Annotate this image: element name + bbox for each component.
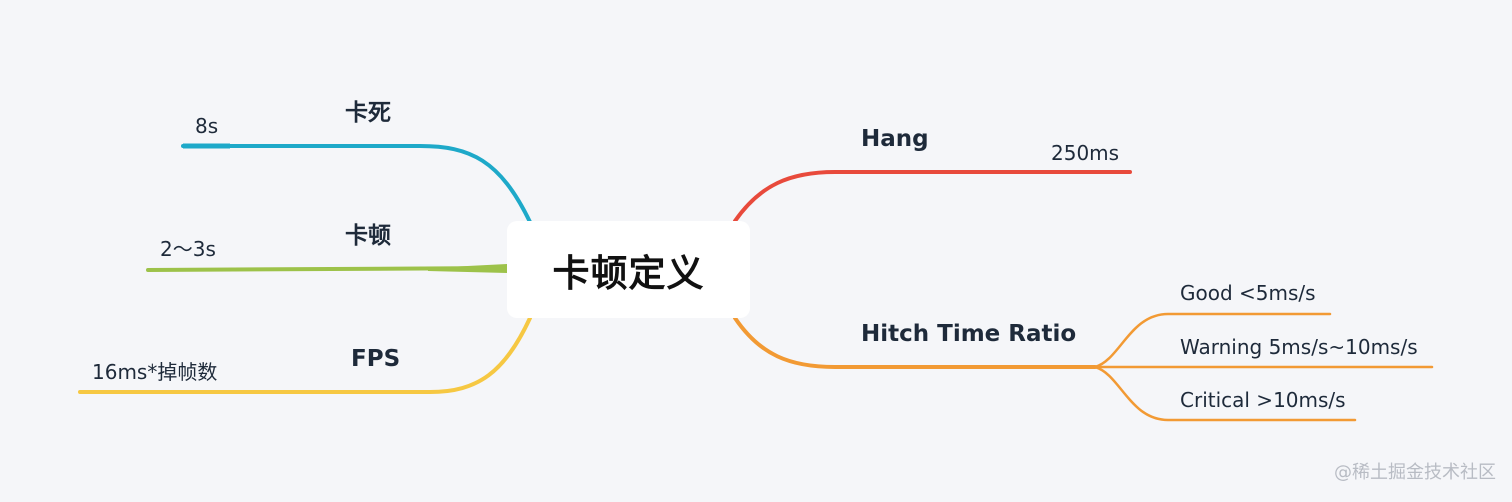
connector-kasi xyxy=(181,144,532,224)
branch-kadun-label[interactable]: 卡顿 xyxy=(345,223,391,249)
central-topic[interactable]: 卡顿定义 xyxy=(507,221,750,318)
connector-good xyxy=(1093,312,1332,369)
hitch-child-critical[interactable]: Critical >10ms/s xyxy=(1180,388,1346,412)
branch-fps-label[interactable]: FPS xyxy=(351,346,401,372)
connector-critical xyxy=(1093,365,1357,422)
connector-hang xyxy=(733,170,1132,223)
hitch-child-good[interactable]: Good <5ms/s xyxy=(1180,281,1316,305)
connector-kadun-wedge xyxy=(428,264,507,273)
branch-hang-label[interactable]: Hang xyxy=(861,126,929,152)
branch-kasi-value[interactable]: 8s xyxy=(195,114,219,138)
branch-kasi-label[interactable]: 卡死 xyxy=(345,100,391,126)
branch-hitch-label[interactable]: Hitch Time Ratio xyxy=(861,321,1077,347)
watermark: @稀土掘金技术社区 xyxy=(1334,462,1496,483)
connector-fps xyxy=(78,316,532,394)
branch-kadun-value[interactable]: 2～3s xyxy=(160,237,216,261)
branch-fps-value[interactable]: 16ms*掉帧数 xyxy=(92,360,218,384)
connector-hitch xyxy=(733,316,1097,369)
branch-hang-value[interactable]: 250ms xyxy=(1051,141,1120,165)
hitch-child-warning[interactable]: Warning 5ms/s~10ms/s xyxy=(1180,335,1418,359)
